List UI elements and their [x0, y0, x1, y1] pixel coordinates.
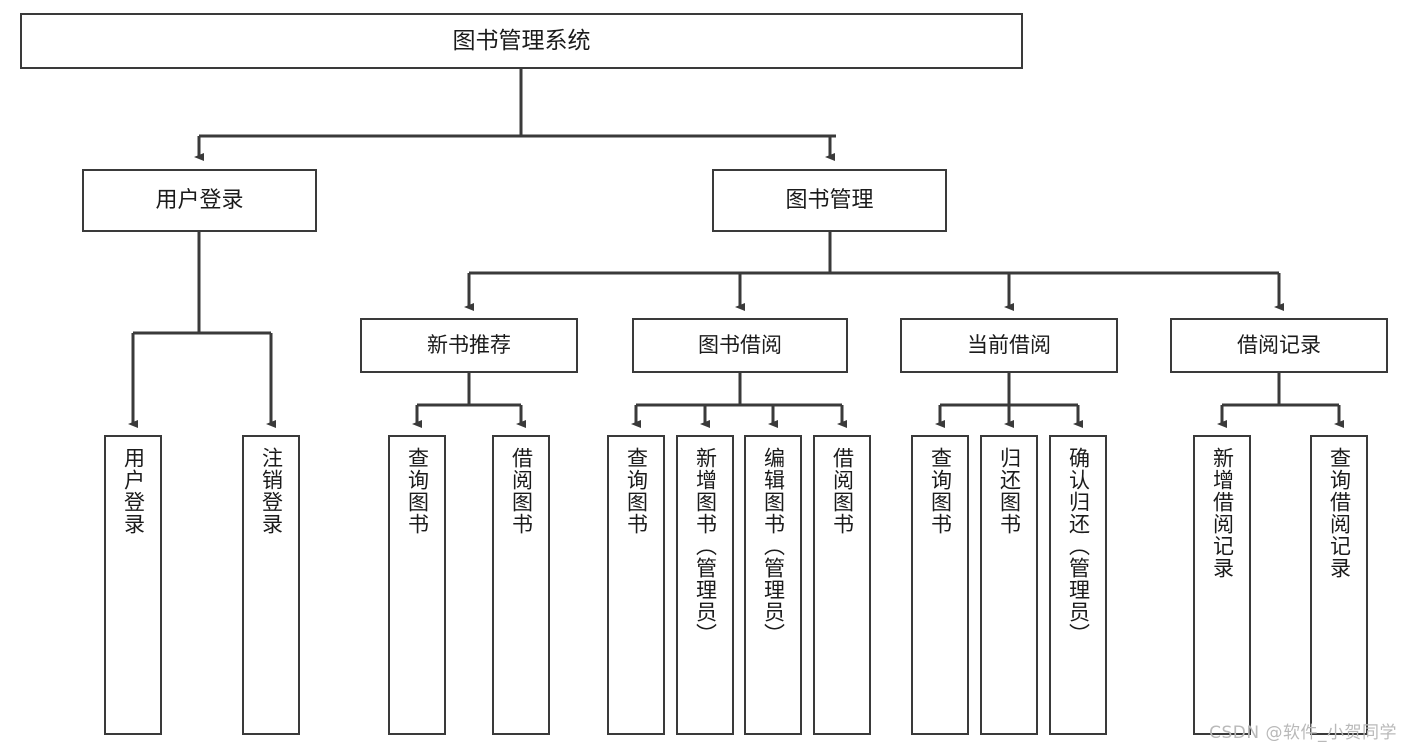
- node-book-borrow-label: 图书借阅: [698, 333, 782, 358]
- node-user-login-label: 用户登录: [155, 187, 244, 213]
- node-borrow-record-label: 借阅记录: [1237, 333, 1321, 358]
- node-leaf-query-book-3-label: 查询图书: [928, 447, 953, 535]
- node-leaf-borrow-book-1-label: 借阅图书: [509, 447, 534, 535]
- node-borrow-record[interactable]: 借阅记录: [1170, 318, 1388, 373]
- node-leaf-user-login[interactable]: 用户登录: [104, 435, 162, 735]
- node-leaf-query-book-1-label: 查询图书: [405, 447, 430, 535]
- node-leaf-user-logout[interactable]: 注销登录: [242, 435, 300, 735]
- node-leaf-return-book-label: 归还图书: [997, 447, 1022, 535]
- node-new-book-rec-label: 新书推荐: [427, 333, 511, 358]
- watermark: CSDN @软件_小贺同学: [1209, 723, 1397, 743]
- node-leaf-query-book-2-label: 查询图书: [624, 447, 649, 535]
- node-user-login[interactable]: 用户登录: [82, 169, 317, 232]
- node-leaf-add-record-label: 新增借阅记录: [1210, 447, 1235, 579]
- node-leaf-edit-book[interactable]: 编辑图书（管理员）: [744, 435, 802, 735]
- node-current-borrow-label: 当前借阅: [967, 333, 1051, 358]
- node-leaf-query-record-label: 查询借阅记录: [1327, 447, 1352, 579]
- node-leaf-return-book[interactable]: 归还图书: [980, 435, 1038, 735]
- node-leaf-add-book-label: 新增图书（管理员）: [693, 447, 718, 645]
- node-leaf-borrow-book-2-label: 借阅图书: [830, 447, 855, 535]
- node-leaf-query-book-2[interactable]: 查询图书: [607, 435, 665, 735]
- node-leaf-edit-book-label: 编辑图书（管理员）: [761, 447, 786, 645]
- node-leaf-user-logout-label: 注销登录: [259, 447, 284, 535]
- node-leaf-borrow-book-2[interactable]: 借阅图书: [813, 435, 871, 735]
- node-leaf-confirm-return[interactable]: 确认归还（管理员）: [1049, 435, 1107, 735]
- node-leaf-borrow-book-1[interactable]: 借阅图书: [492, 435, 550, 735]
- node-leaf-add-record[interactable]: 新增借阅记录: [1193, 435, 1251, 735]
- node-leaf-query-book-3[interactable]: 查询图书: [911, 435, 969, 735]
- node-current-borrow[interactable]: 当前借阅: [900, 318, 1118, 373]
- node-leaf-user-login-label: 用户登录: [121, 447, 146, 535]
- node-book-manage-label: 图书管理: [785, 187, 874, 213]
- node-book-borrow[interactable]: 图书借阅: [632, 318, 848, 373]
- node-root-label: 图书管理系统: [452, 27, 591, 54]
- node-leaf-add-book[interactable]: 新增图书（管理员）: [676, 435, 734, 735]
- node-new-book-rec[interactable]: 新书推荐: [360, 318, 578, 373]
- node-book-manage[interactable]: 图书管理: [712, 169, 947, 232]
- node-leaf-query-book-1[interactable]: 查询图书: [388, 435, 446, 735]
- node-leaf-confirm-return-label: 确认归还（管理员）: [1066, 447, 1091, 645]
- node-leaf-query-record[interactable]: 查询借阅记录: [1310, 435, 1368, 735]
- node-root[interactable]: 图书管理系统: [20, 13, 1023, 69]
